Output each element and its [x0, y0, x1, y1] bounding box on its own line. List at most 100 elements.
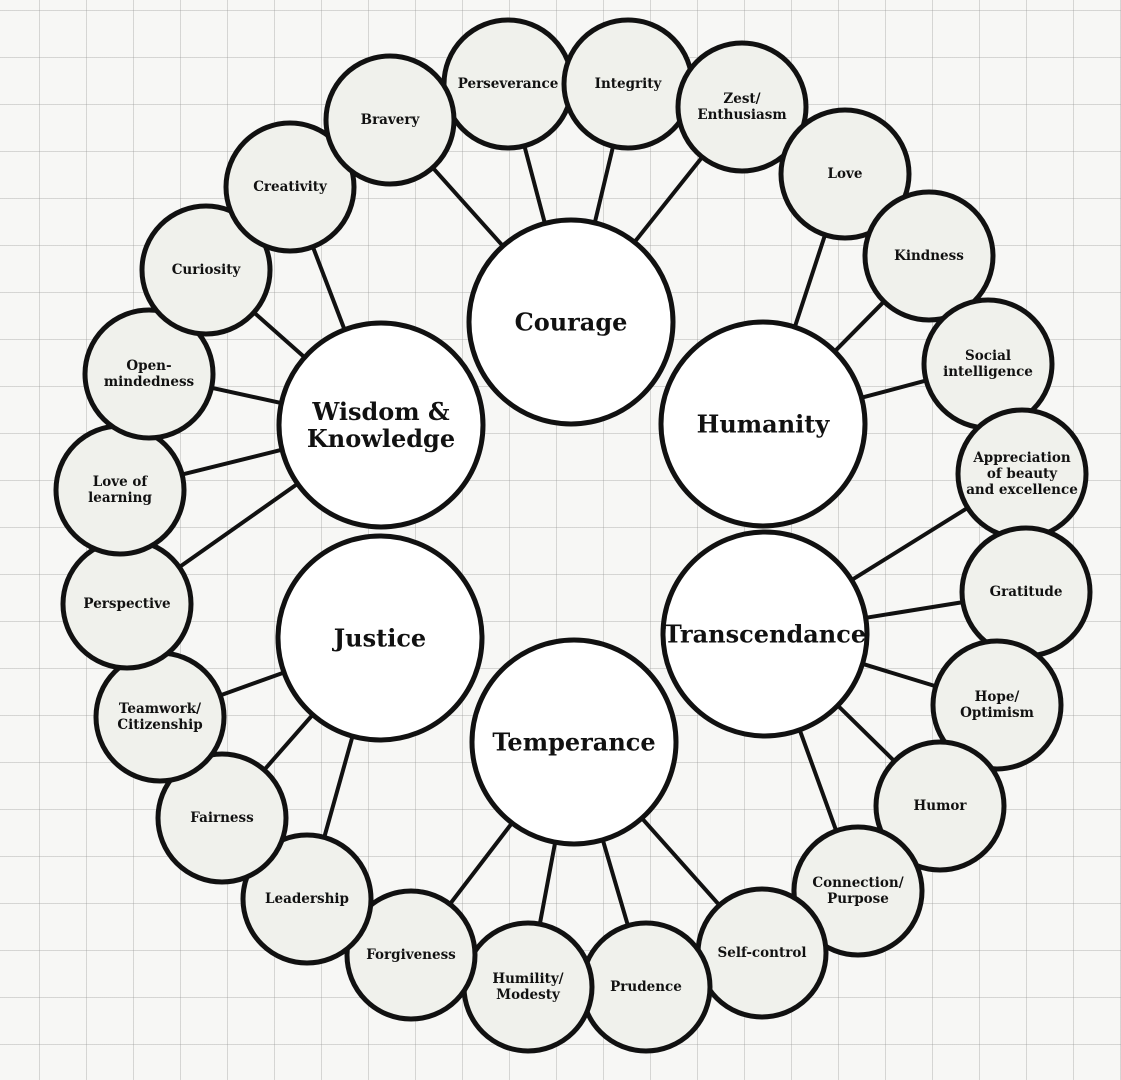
- strength-node-open-mindedness: Open-mindedness: [82, 307, 216, 441]
- node-label: Love: [828, 166, 863, 182]
- node-label: Enthusiasm: [697, 107, 786, 123]
- strength-circle: [155, 751, 289, 885]
- strength-node-bravery: Bravery: [323, 53, 457, 187]
- link-kindness-humanity: [833, 294, 892, 353]
- node-label: Perspective: [83, 596, 170, 612]
- node-label: Creativity: [253, 179, 328, 195]
- node-label: Curiosity: [172, 262, 242, 278]
- link-open-mindedness-wisdom: [203, 384, 282, 406]
- link-humility-temperance: [536, 841, 558, 933]
- strength-node-prudence: Prudence: [579, 920, 713, 1054]
- virtue-node-courage: Courage: [466, 217, 676, 427]
- strength-circle: [862, 189, 996, 323]
- link-curiosity-wisdom: [246, 305, 306, 359]
- virtue-node-humanity: Humanity: [658, 319, 868, 529]
- links-layer: [171, 137, 976, 934]
- strength-circle: [139, 203, 273, 337]
- link-humor-transcendance: [836, 704, 902, 769]
- strength-circle: [675, 40, 809, 174]
- link-integrity-courage: [592, 137, 617, 224]
- strength-node-integrity: Integrity: [561, 17, 695, 151]
- strength-node-forgiveness: Forgiveness: [344, 888, 478, 1022]
- strength-node-kindness: Kindness: [862, 189, 996, 323]
- virtue-circle: [658, 319, 868, 529]
- strength-node-humility: Humility/Modesty: [461, 920, 595, 1054]
- strength-node-perseverance: Perseverance: [441, 17, 575, 151]
- strength-node-self-control: Self-control: [695, 886, 829, 1020]
- link-teamwork-justice: [212, 670, 285, 700]
- strength-circle: [223, 120, 357, 254]
- node-label: Forgiveness: [366, 947, 456, 963]
- virtue-circle: [276, 320, 486, 530]
- node-label: Bravery: [361, 112, 421, 128]
- node-label: Modesty: [496, 987, 561, 1003]
- node-label: Integrity: [595, 76, 663, 92]
- node-label: Perseverance: [458, 76, 559, 92]
- virtue-node-transcendance: Transcendance: [660, 529, 870, 739]
- node-label: Connection/: [812, 875, 903, 891]
- strength-circle: [240, 832, 374, 966]
- node-label: Kindness: [894, 248, 964, 264]
- node-label: Gratitude: [990, 584, 1063, 600]
- link-hope-transcendance: [861, 661, 945, 691]
- strength-circle: [930, 638, 1064, 772]
- virtue-circle: [275, 533, 485, 743]
- node-label: Humor: [914, 798, 968, 814]
- strength-circle: [344, 888, 478, 1022]
- link-forgiveness-temperance: [443, 821, 514, 912]
- node-label: Transcendance: [664, 620, 866, 649]
- link-fairness-justice: [257, 713, 315, 778]
- strength-circle: [82, 307, 216, 441]
- link-love-humanity: [792, 226, 830, 328]
- node-label: Citizenship: [117, 717, 202, 733]
- virtue-circle: [469, 637, 679, 847]
- node-label: Prudence: [610, 979, 682, 995]
- strength-node-leadership: Leadership: [240, 832, 374, 966]
- link-perseverance-courage: [520, 137, 547, 224]
- strength-circle: [791, 824, 925, 958]
- node-label: Self-control: [718, 945, 807, 961]
- node-label: Appreciation: [972, 450, 1071, 466]
- node-label: Zest/: [723, 91, 760, 107]
- link-gratitude-transcendance: [865, 598, 972, 620]
- strength-node-hope: Hope/Optimism: [930, 638, 1064, 772]
- strength-circle: [323, 53, 457, 187]
- strength-node-zest: Zest/Enthusiasm: [675, 40, 809, 174]
- node-label: Purpose: [827, 891, 889, 907]
- node-label: Social: [965, 348, 1011, 364]
- virtue-node-justice: Justice: [275, 533, 485, 743]
- node-label: Leadership: [265, 891, 349, 907]
- node-label: Open-: [126, 358, 171, 374]
- node-label: Temperance: [492, 728, 655, 757]
- node-label: Humility/: [492, 971, 563, 987]
- strength-node-love: Love: [778, 107, 912, 241]
- node-label: Hope/: [975, 689, 1020, 705]
- link-love-of-learning-wisdom: [173, 447, 283, 479]
- strength-circle: [778, 107, 912, 241]
- virtue-circle: [660, 529, 870, 739]
- link-prudence-temperance: [600, 839, 633, 934]
- strength-node-fairness: Fairness: [155, 751, 289, 885]
- virtue-node-wisdom: Wisdom &Knowledge: [276, 320, 486, 530]
- node-label: Justice: [332, 624, 426, 653]
- link-zest-courage: [632, 149, 709, 244]
- link-connection-transcendance: [797, 729, 841, 840]
- link-self-control-temperance: [640, 816, 727, 913]
- link-social-intelligence-humanity: [861, 376, 935, 400]
- node-label: learning: [88, 490, 152, 506]
- node-label: intelligence: [943, 364, 1033, 380]
- virtue-circle: [466, 217, 676, 427]
- node-label: Knowledge: [307, 424, 455, 453]
- link-creativity-wisdom: [308, 238, 347, 331]
- strength-circle: [873, 739, 1007, 873]
- node-label: of beauty: [987, 466, 1058, 482]
- strength-node-perspective: Perspective: [60, 537, 194, 671]
- node-label: Teamwork/: [119, 701, 201, 717]
- node-label: Courage: [515, 308, 628, 337]
- node-label: Love of: [93, 474, 149, 490]
- link-perspective-wisdom: [171, 482, 299, 574]
